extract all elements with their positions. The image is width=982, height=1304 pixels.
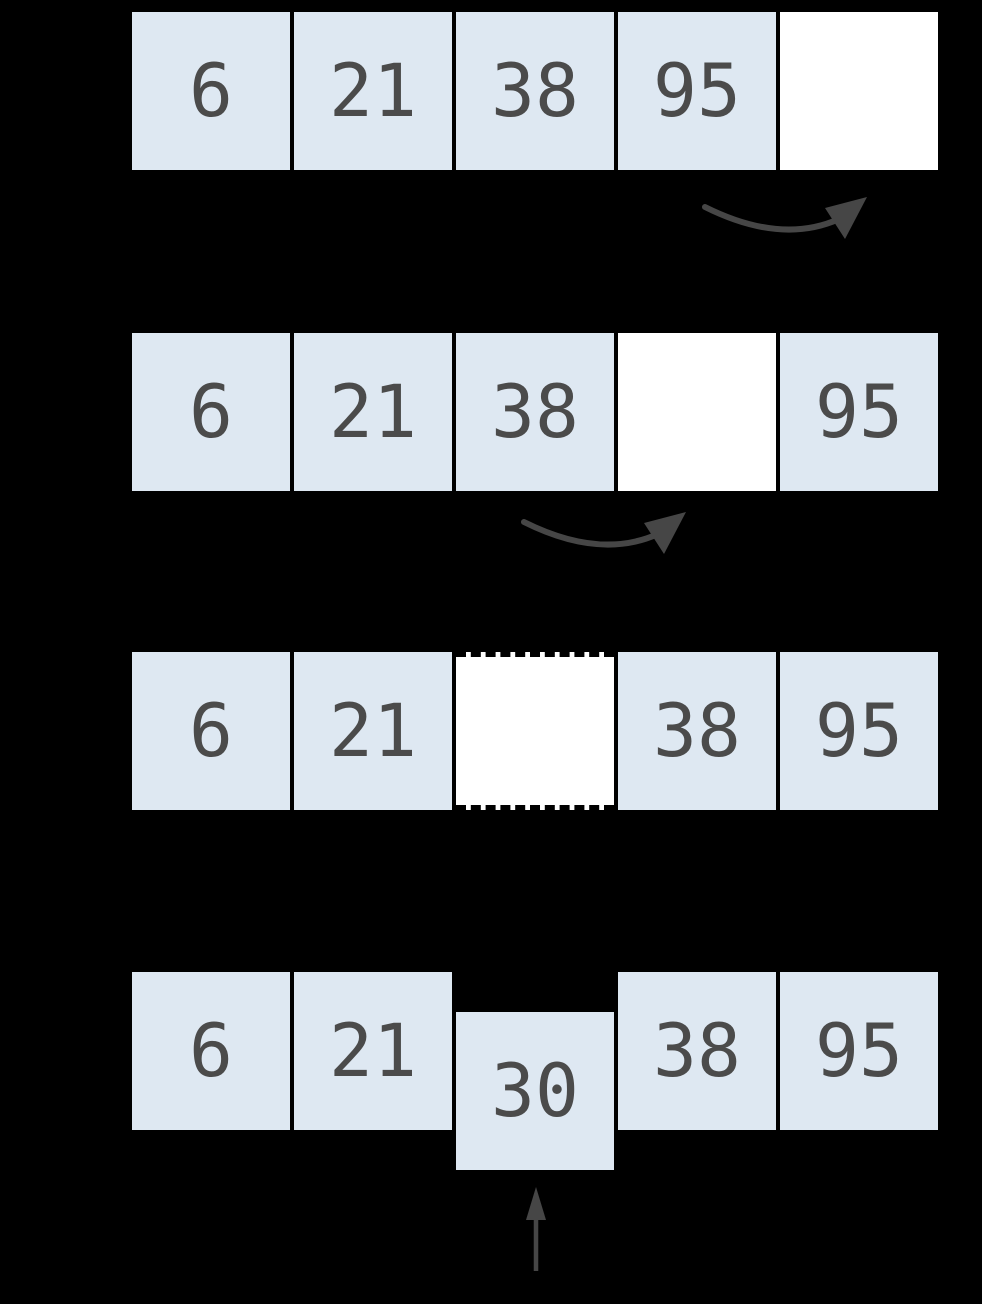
array-cell: 38 bbox=[456, 333, 614, 491]
array-cell-inserted: 30 bbox=[456, 1012, 614, 1170]
array-cell: 38 bbox=[618, 972, 776, 1130]
insert-up-arrow bbox=[526, 1187, 546, 1271]
array-cell: 6 bbox=[132, 12, 290, 170]
shift-right-arrow-2 bbox=[521, 512, 686, 554]
array-cell: 6 bbox=[132, 333, 290, 491]
array-cell-empty-dashed bbox=[456, 652, 614, 810]
array-cell: 6 bbox=[132, 652, 290, 810]
array-cell: 38 bbox=[456, 12, 614, 170]
array-cell: 95 bbox=[780, 652, 938, 810]
array-cell: 95 bbox=[618, 12, 776, 170]
array-cell: 38 bbox=[618, 652, 776, 810]
array-cell: 21 bbox=[294, 652, 452, 810]
array-cell: 21 bbox=[294, 12, 452, 170]
array-cell: 95 bbox=[780, 972, 938, 1130]
array-cell: 6 bbox=[132, 972, 290, 1130]
shift-right-arrow-1 bbox=[702, 197, 867, 239]
array-cell-empty bbox=[618, 333, 776, 491]
array-cell: 95 bbox=[780, 333, 938, 491]
array-cell: 21 bbox=[294, 972, 452, 1130]
array-cell: 21 bbox=[294, 333, 452, 491]
array-cell-empty bbox=[780, 12, 938, 170]
